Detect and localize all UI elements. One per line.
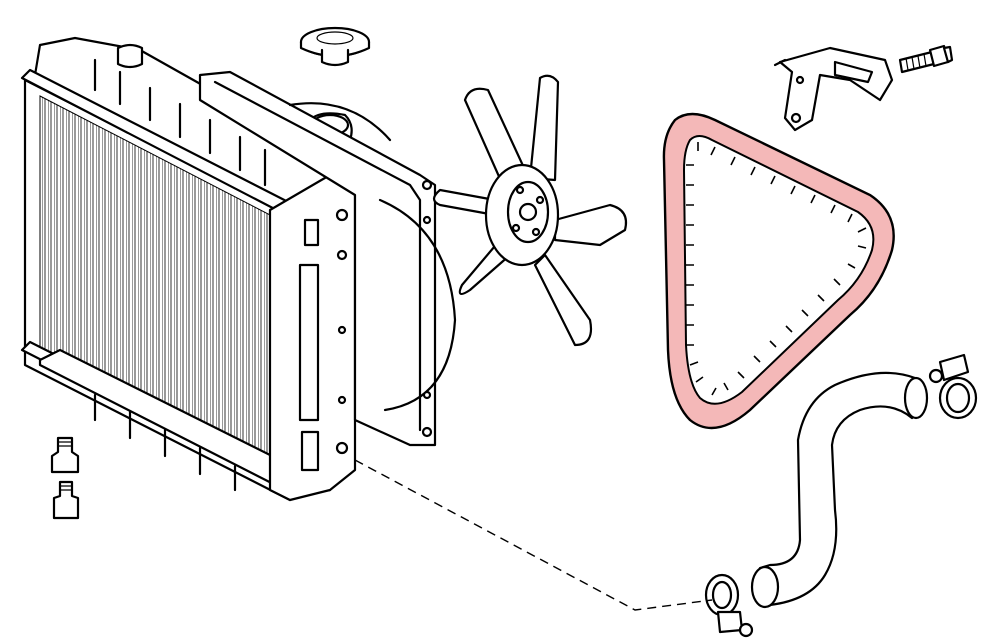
radiator-tank-ribs [93, 58, 267, 187]
hose-upper-end [903, 376, 929, 420]
radiator-filler-neck [116, 43, 144, 69]
shroud-bolt-holes [421, 179, 433, 438]
radiator-hose[interactable] [750, 371, 929, 609]
mounting-bracket[interactable] [773, 46, 894, 132]
assembly-leader-line [354, 459, 713, 611]
fan-blade [528, 74, 560, 182]
radiator-bottom-ribs [93, 393, 237, 492]
fan-blade [458, 238, 512, 296]
fan-hub-center [506, 180, 550, 244]
hose-clamp-upper[interactable] [928, 353, 978, 420]
radiator[interactable] [20, 36, 357, 502]
radiator-side-tank-slots [298, 218, 320, 472]
cooling-fan[interactable] [432, 74, 628, 347]
radiator-cap[interactable] [299, 26, 371, 67]
drive-belt-inner [682, 135, 875, 405]
fan-blade [533, 253, 593, 347]
fan-blade [432, 188, 497, 217]
fan-shroud[interactable] [198, 70, 457, 447]
fan-blade [553, 203, 628, 247]
drain-plug-lower[interactable] [52, 480, 80, 520]
hose-clamp-lower[interactable] [704, 573, 754, 638]
radiator-mount-bolts [335, 208, 349, 455]
hose-lower-end [750, 565, 780, 609]
drive-belt-teeth [686, 142, 867, 396]
bracket-bolt[interactable] [898, 44, 954, 74]
fan-blade [463, 87, 527, 192]
drive-belt[interactable] [662, 112, 895, 430]
drain-plug-upper[interactable] [50, 436, 80, 474]
